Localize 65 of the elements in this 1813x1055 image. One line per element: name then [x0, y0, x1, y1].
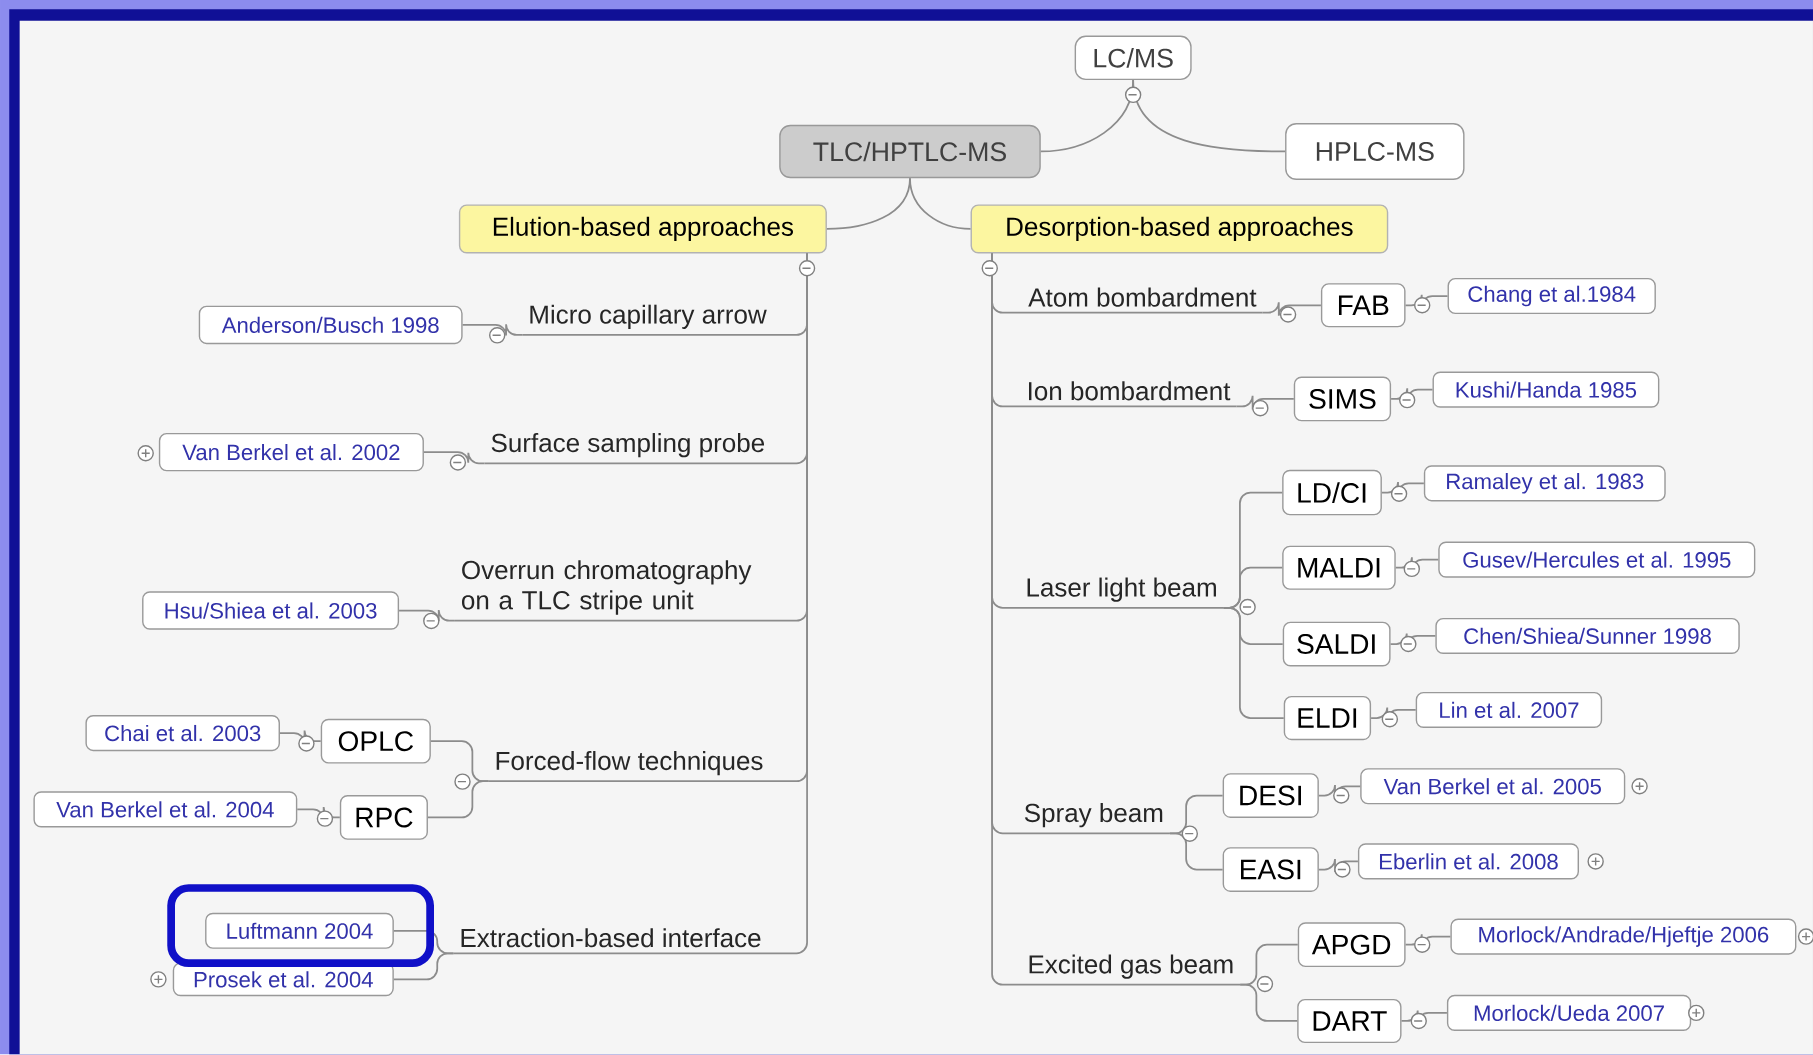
- connector-line: [452, 252, 808, 955]
- connector-line: [461, 323, 524, 337]
- reference-box: Morlock/Ueda 2007: [1446, 995, 1692, 1032]
- reference-box: Van Berkel et al. 2004: [33, 791, 298, 828]
- technique-box: EASI: [1222, 847, 1319, 893]
- technique-box: LD/CI: [1282, 470, 1382, 516]
- branch-label: Micro capillary arrow: [530, 304, 767, 330]
- topic-box: LC/MS: [1074, 35, 1192, 81]
- connector-line: [1404, 294, 1449, 308]
- connector-line: [1389, 632, 1437, 648]
- technique-box: SIMS: [1293, 376, 1392, 422]
- technique-box: SALDI: [1282, 621, 1391, 667]
- connector-line: [392, 952, 455, 981]
- technique-box: MALDI: [1282, 545, 1396, 591]
- connector-line: [991, 252, 1242, 986]
- connector-line: [1400, 1009, 1448, 1025]
- connector-line: [398, 609, 456, 623]
- connector-line: [1404, 933, 1452, 949]
- connector-line: [1261, 301, 1322, 317]
- reference-box: Gusev/Hercules et al. 1995: [1438, 541, 1756, 578]
- branch-label: Excited gas beam: [1029, 954, 1233, 979]
- branch-label: Ion bombardment: [1029, 381, 1231, 401]
- reference-box: Eberlin et al. 2008: [1357, 843, 1579, 880]
- connector-line: [279, 730, 322, 745]
- topic-box: HPLC-MS: [1285, 123, 1465, 181]
- category-box: Elution-based approaches: [458, 204, 827, 254]
- technique-box: ELDI: [1283, 696, 1372, 741]
- reference-box: Morlock/Andrade/Hjeftje 2006: [1450, 918, 1797, 955]
- reference-box: Luftmann 2004: [205, 913, 394, 950]
- connector-line: [1317, 858, 1359, 874]
- reference-box: Ramaley et al. 1983: [1423, 465, 1666, 502]
- connector-line: [423, 451, 486, 465]
- connector-line: [1169, 832, 1224, 871]
- reference-box: Kushi/Handa 1985: [1432, 371, 1660, 408]
- connector-line: [909, 177, 972, 231]
- category-box: Desorption-based approaches: [970, 204, 1389, 254]
- branch-label: Forced-flow techniques: [496, 751, 763, 776]
- reference-box: Anderson/Busch 1998: [198, 305, 463, 345]
- connector-line: [1132, 79, 1286, 153]
- reference-box: Chai et al. 2003: [85, 715, 280, 752]
- reference-box: Chen/Shiea/Sunner 1998: [1435, 618, 1740, 655]
- technique-box: RPC: [339, 795, 428, 841]
- branch-label: Extraction-based interface: [461, 928, 761, 948]
- technique-box: OPLC: [320, 719, 431, 764]
- connector-line: [1370, 706, 1417, 722]
- connector-line: [1394, 556, 1440, 572]
- technique-box: APGD: [1297, 922, 1406, 968]
- branch-label: Atom bombardment: [1028, 287, 1257, 307]
- technique-box: DART: [1297, 999, 1402, 1044]
- connector-line: [1222, 607, 1285, 720]
- reference-box: Hsu/Shiea et al. 2003: [142, 591, 400, 630]
- branch-label: Laser light beam: [1027, 577, 1216, 603]
- reference-box: Van Berkel et al. 2002: [158, 433, 424, 472]
- topic-box: TLC/HPTLC-MS: [779, 125, 1041, 179]
- technique-box: FAB: [1320, 283, 1406, 328]
- branch-label: Overrun chromatography on a TLC stripe unit: [462, 560, 752, 615]
- branch-label: Surface sampling probe: [491, 433, 765, 458]
- technique-box: DESI: [1222, 773, 1319, 819]
- branch-label: Spray beam: [1024, 803, 1163, 828]
- reference-box: Lin et al. 2007: [1415, 692, 1603, 729]
- reference-box: Van Berkel et al. 2005: [1360, 768, 1626, 805]
- connector-line: [1390, 387, 1434, 402]
- connector-line: [427, 780, 490, 819]
- reference-box: Chang et al.1984: [1447, 278, 1656, 315]
- connector-line: [1239, 984, 1299, 1023]
